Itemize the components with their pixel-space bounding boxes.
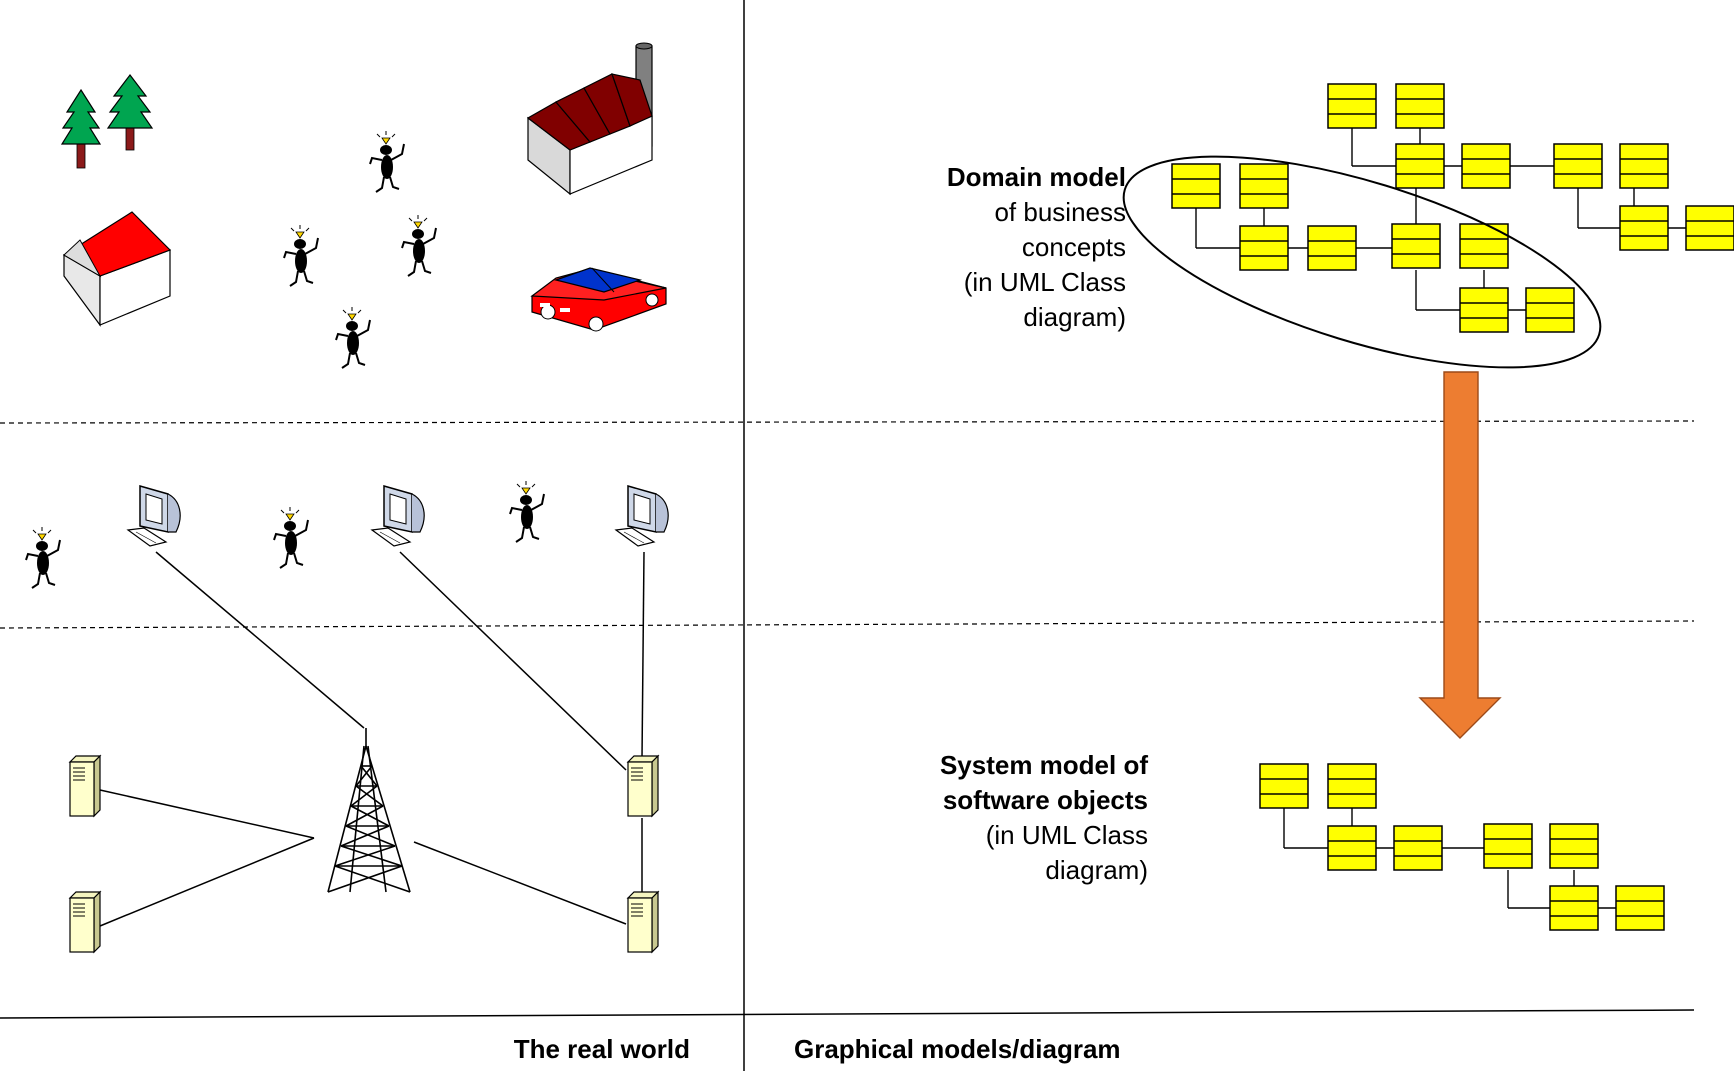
- footer-left-caption: The real world: [513, 1034, 690, 1064]
- house-icon: [62, 211, 172, 327]
- uml-class-icon: [1327, 825, 1377, 871]
- domain-model-line-3: (in UML Class: [963, 267, 1126, 297]
- computer-icon: [615, 485, 669, 547]
- uml-class-icon: [1619, 143, 1669, 189]
- uml-class-icon: [1327, 83, 1377, 129]
- footer-right-caption: Graphical models/diagram: [794, 1034, 1121, 1064]
- uml-class-icon: [1239, 225, 1289, 271]
- car-icon: [530, 267, 667, 332]
- uml-class-icon: [1685, 205, 1734, 251]
- antenna-tower-icon: [327, 728, 411, 893]
- person-icon: [401, 214, 437, 277]
- uml-class-icon: [1459, 287, 1509, 333]
- server-icon: [627, 891, 659, 953]
- uml-class-icon: [1395, 143, 1445, 189]
- server-icon: [627, 755, 659, 817]
- uml-class-icon: [1171, 163, 1221, 209]
- uml-class-icon: [1395, 83, 1445, 129]
- uml-class-icon: [1259, 763, 1309, 809]
- system-model-title-2: software objects: [942, 785, 1148, 815]
- uml-class-icon: [1525, 287, 1575, 333]
- uml-class-icon: [1459, 223, 1509, 269]
- uml-class-icon: [1549, 823, 1599, 869]
- system-model-label: System model of software objects (in UML…: [940, 748, 1148, 888]
- person-icon: [335, 306, 371, 369]
- computer-icon: [127, 485, 181, 547]
- person-icon: [25, 526, 61, 589]
- uml-class-icon: [1327, 763, 1377, 809]
- person-icon: [283, 224, 319, 287]
- server-icon: [69, 755, 101, 817]
- network-links: [99, 551, 645, 927]
- tree-icon: [106, 74, 154, 151]
- domain-model-line-4: diagram): [1023, 302, 1126, 332]
- server-icon: [69, 891, 101, 953]
- uml-class-icon: [1615, 885, 1665, 931]
- uml-class-icon: [1393, 825, 1443, 871]
- uml-class-icon: [1549, 885, 1599, 931]
- domain-model-line-2: concepts: [1021, 232, 1126, 262]
- person-icon: [369, 130, 405, 193]
- domain-model-class-diagram: [1122, 83, 1734, 369]
- system-model-title-1: System model of: [939, 750, 1148, 780]
- domain-model-title: Domain model: [946, 162, 1126, 192]
- system-model-class-diagram: [1259, 763, 1665, 931]
- uml-class-icon: [1553, 143, 1603, 189]
- uml-class-icon: [1461, 143, 1511, 189]
- domain-model-line-1: of business: [994, 197, 1126, 227]
- uml-class-icon: [1307, 225, 1357, 271]
- uml-class-icon: [1619, 205, 1669, 251]
- down-arrow-icon: [1418, 371, 1502, 739]
- domain-model-ellipse: [1122, 155, 1602, 369]
- person-icon: [273, 506, 309, 569]
- dashed-divider-bottom: [0, 620, 1695, 629]
- person-icon: [509, 480, 545, 543]
- dashed-divider-top: [0, 420, 1695, 424]
- uml-class-icon: [1391, 223, 1441, 269]
- footer-divider: [0, 1009, 1695, 1019]
- factory-icon: [526, 42, 653, 196]
- domain-model-label: Domain model of business concepts (in UM…: [947, 160, 1126, 335]
- system-model-line-2: diagram): [1045, 855, 1148, 885]
- system-model-line-1: (in UML Class: [985, 820, 1148, 850]
- tree-icon: [60, 88, 102, 169]
- computer-icon: [371, 485, 425, 547]
- uml-class-icon: [1483, 823, 1533, 869]
- uml-class-icon: [1239, 163, 1289, 209]
